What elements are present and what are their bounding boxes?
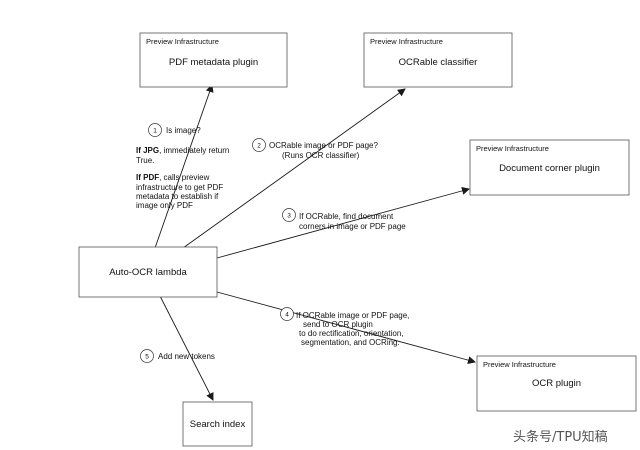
step-number: 3 (287, 213, 291, 220)
step-1-label: 1 Is image? (148, 123, 201, 137)
step-text: Is image? (166, 126, 201, 135)
step-4-label: 4 If OCRable image or PDF page, send to … (280, 307, 409, 347)
node-search-index: Search index (182, 401, 253, 447)
note-jpg-line-1: If JPG, immediately return (136, 146, 229, 155)
node-title: Auto-OCR lambda (109, 267, 187, 278)
node-caption: Preview Infrastructure (476, 144, 549, 153)
note-pdf-line-3: metadata to establish if (136, 192, 219, 201)
node-title: PDF metadata plugin (169, 57, 258, 68)
step-text-line-1: OCRable image or PDF page? (269, 141, 378, 150)
note-pdf-line-2: infrastructure to get PDF (136, 183, 223, 192)
step-number: 4 (285, 312, 289, 319)
node-caption: Preview Infrastructure (370, 37, 443, 46)
step-text-line-3: to do rectification, orientation, (299, 329, 404, 338)
node-title: Search index (190, 419, 246, 430)
step-text-line-1: If OCRable image or PDF page, (296, 311, 409, 320)
note-pdf-line-1: If PDF, calls preview (136, 173, 210, 182)
node-title: OCRable classifier (399, 57, 478, 68)
node-pdf-metadata-plugin: Preview Infrastructure PDF metadata plug… (139, 32, 288, 88)
note-jpg-line-2: True. (136, 156, 154, 165)
node-title: Document corner plugin (499, 163, 600, 174)
edge-lambda-to-ocr-plugin (216, 291, 476, 365)
node-ocr-plugin: Preview Infrastructure OCR plugin (476, 355, 637, 412)
edge-lambda-to-pdf-metadata (154, 84, 214, 249)
step-number: 5 (145, 354, 149, 361)
edge-lambda-to-doc-corner (216, 186, 470, 259)
step-2-label: 2 OCRable image or PDF page? (Runs OCR c… (252, 138, 378, 160)
note-pdf-line-4: image only PDF (136, 201, 193, 210)
step-text: Add new tokens (158, 352, 215, 361)
step-text-line-4: segmentation, and OCRing. (301, 338, 400, 347)
note-pdf: If PDF, calls preview infrastructure to … (136, 173, 223, 210)
step-number: 1 (153, 128, 157, 135)
edge-lambda-to-ocrable (182, 88, 406, 249)
step-5-label: 5 Add new tokens (140, 349, 215, 363)
node-title: OCR plugin (532, 378, 581, 389)
edge-lambda-to-search-index (159, 295, 214, 401)
node-caption: Preview Infrastructure (146, 37, 219, 46)
node-document-corner-plugin: Preview Infrastructure Document corner p… (469, 139, 630, 196)
node-caption: Preview Infrastructure (483, 360, 556, 369)
step-text-line-2: (Runs OCR classifier) (282, 151, 360, 160)
node-ocrable-classifier: Preview Infrastructure OCRable classifie… (363, 32, 513, 88)
step-text-line-1: If OCRable, find document (299, 212, 394, 221)
watermark-text: 头条号/TPU知稿 (513, 429, 608, 445)
note-jpg: If JPG, immediately return True. (136, 146, 229, 165)
step-3-label: 3 If OCRable, find document corners in i… (282, 208, 406, 231)
node-auto-ocr-lambda: Auto-OCR lambda (78, 246, 218, 298)
step-text-line-2: corners in image or PDF page (299, 222, 406, 231)
step-number: 2 (257, 143, 261, 150)
step-text-line-2: send to OCR plugin (303, 320, 373, 329)
